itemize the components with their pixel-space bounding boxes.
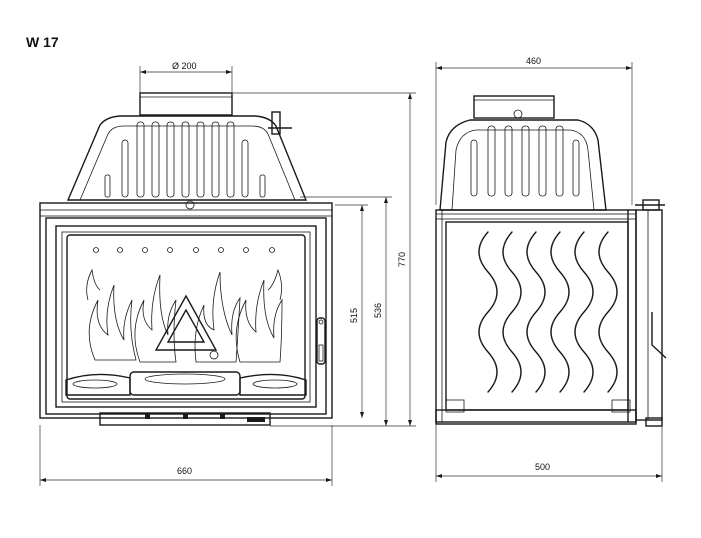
side-dimensions: 460 500 — [435, 56, 663, 482]
dim-front-door-height: 515 — [349, 308, 359, 323]
dim-total-height: 770 — [397, 252, 407, 267]
door-rivets — [93, 247, 275, 253]
front-dimensions: Ø 200 660 515 536 770 — [39, 61, 416, 486]
dim-flue-diameter: Ø 200 — [172, 61, 197, 71]
front-view — [39, 92, 333, 426]
side-dome-ribs — [470, 125, 580, 197]
side-view — [435, 95, 667, 427]
dim-front-body-height: 536 — [373, 303, 383, 318]
air-control-knobs — [145, 413, 225, 419]
model-title: W 17 — [26, 34, 59, 50]
heat-exchanger-tubes — [478, 231, 618, 393]
dim-front-width: 660 — [177, 466, 192, 476]
flame-decoration — [86, 268, 283, 363]
dim-side-top-depth: 460 — [526, 56, 541, 66]
dome-ribs — [104, 121, 266, 198]
dim-side-depth: 500 — [535, 462, 550, 472]
